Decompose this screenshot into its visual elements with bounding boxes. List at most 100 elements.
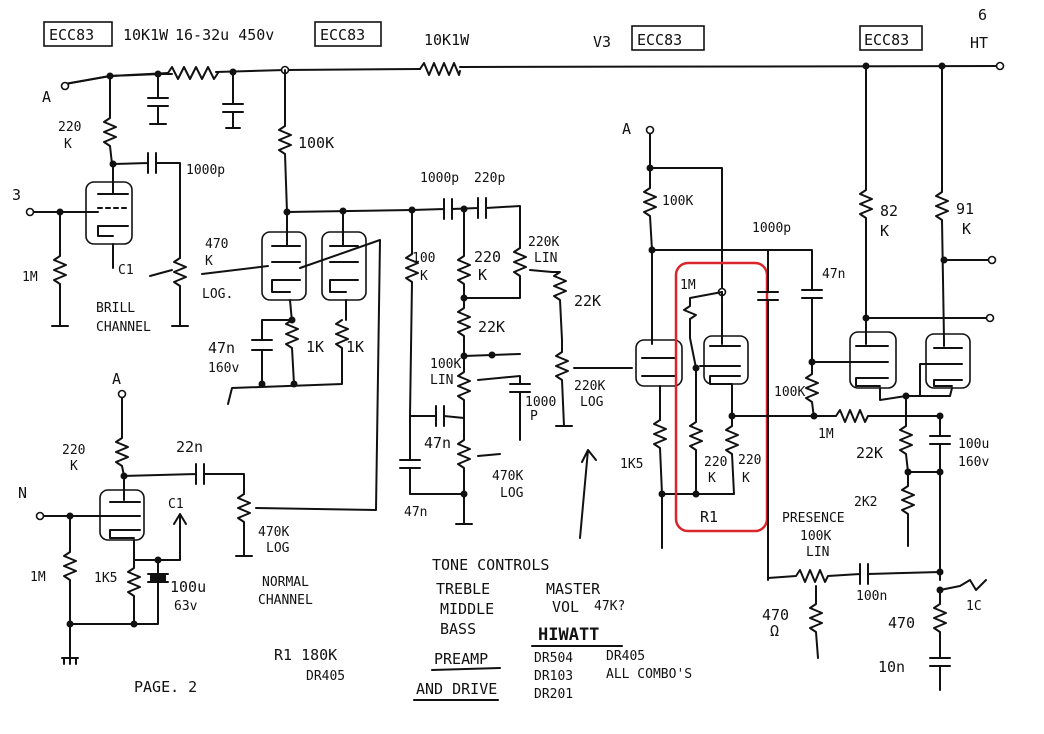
brill-channel-line1: BRILL bbox=[96, 301, 135, 316]
tube-v2b-elements bbox=[109, 475, 141, 561]
label-47n-4: 47n bbox=[822, 267, 845, 282]
supply-cap-1 bbox=[147, 73, 169, 125]
label-100u: 100u bbox=[958, 437, 989, 452]
resistor-100k-4 bbox=[805, 361, 851, 419]
label-220-2b: K bbox=[478, 266, 487, 284]
plate-resistor-82k bbox=[859, 65, 991, 319]
label-82b: K bbox=[880, 222, 889, 240]
label-a3: A bbox=[112, 370, 121, 388]
label-2k2: 2K2 bbox=[854, 495, 877, 510]
node-open bbox=[995, 61, 1005, 71]
label-input-normal: N bbox=[18, 484, 27, 502]
supply-cap-2 bbox=[222, 71, 244, 129]
label-1000p-2: 1000p bbox=[420, 171, 459, 186]
plate-resistor-100k-1 bbox=[278, 69, 413, 213]
node bbox=[940, 256, 948, 264]
node-a3 bbox=[117, 389, 127, 399]
label-100k-lin: 100K bbox=[430, 357, 461, 372]
treble-pot bbox=[463, 247, 553, 299]
label-470k-3: 470K bbox=[258, 525, 289, 540]
label-c1-1: C1 bbox=[118, 263, 134, 278]
label-91b: K bbox=[962, 220, 971, 238]
label-input-brill: 3 bbox=[12, 186, 21, 204]
node bbox=[488, 351, 496, 359]
label-160v-2: 160v bbox=[958, 455, 989, 470]
label-470k-2: 470K bbox=[492, 469, 523, 484]
tube-box-v1 bbox=[43, 21, 113, 47]
model-3: DR201 bbox=[534, 687, 573, 702]
tube-label-v4: ECC83 bbox=[864, 31, 909, 49]
node bbox=[258, 380, 266, 388]
label-220k-1: 220 bbox=[58, 120, 81, 135]
label-82: 82 bbox=[880, 202, 898, 220]
tube-v3a-elements bbox=[641, 249, 677, 421]
label-r1-note-b: DR405 bbox=[306, 669, 345, 684]
cathode-22k-2k2 bbox=[899, 395, 941, 547]
ht-rail-wire bbox=[64, 65, 1001, 85]
tube-v2a-elements bbox=[329, 210, 359, 321]
dropper-resistor-2 bbox=[419, 62, 461, 76]
pot-470k-1 bbox=[149, 257, 189, 327]
tube-box-v4 bbox=[859, 25, 923, 51]
label-220-3b: K bbox=[708, 471, 716, 486]
label-1k-2: 1K bbox=[346, 338, 364, 356]
label-1m-4: 1M bbox=[30, 570, 46, 585]
pot-470k-3 bbox=[235, 239, 381, 557]
label-220k-lin-b: LIN bbox=[534, 251, 557, 266]
label-470-2: 470 bbox=[888, 614, 915, 632]
label-ohm: Ω bbox=[770, 622, 779, 640]
input-jack-brill bbox=[25, 207, 35, 217]
plate-resistor-220k-5 bbox=[115, 397, 245, 495]
node-a1 bbox=[60, 81, 70, 91]
label-100k-lin-b: LIN bbox=[430, 373, 453, 388]
tube-v4a bbox=[849, 331, 897, 389]
input-jack-normal bbox=[35, 511, 45, 521]
label-1000p-3: 1000 bbox=[525, 395, 556, 410]
label-22k-1: 22K bbox=[478, 318, 505, 336]
plate-resistor-91k bbox=[935, 65, 993, 341]
label-470k-2b: LOG bbox=[500, 486, 524, 501]
mid-caps bbox=[399, 405, 465, 495]
node bbox=[288, 316, 296, 324]
label-log-1: LOG. bbox=[202, 287, 233, 302]
tube-v3b-elements bbox=[699, 291, 741, 417]
label-c1-2: C1 bbox=[168, 497, 184, 512]
node bbox=[904, 468, 912, 476]
label-63v: 63v bbox=[174, 599, 198, 614]
node bbox=[66, 620, 74, 628]
label-47n-3: 47n bbox=[404, 505, 427, 520]
master-line2: VOL bbox=[552, 598, 579, 616]
label-r1-note: R1 180K bbox=[274, 646, 337, 664]
cathode-network-1 bbox=[227, 319, 349, 405]
tube-label-v3: ECC83 bbox=[637, 31, 682, 49]
node bbox=[646, 164, 654, 172]
label-page: PAGE. 2 bbox=[134, 678, 197, 696]
label-1k5-2: 1K5 bbox=[94, 571, 117, 586]
label-220k-1b: K bbox=[64, 137, 72, 152]
tone-resistor-100k bbox=[405, 209, 419, 417]
plate-resistor-100k-3 bbox=[643, 133, 769, 291]
node bbox=[290, 380, 298, 388]
master-line1: MASTER bbox=[546, 580, 601, 598]
dropper-resistor-label-1: 10K1W bbox=[123, 26, 169, 44]
label-1m-2: 1M bbox=[680, 278, 696, 293]
label-100k-1: 100K bbox=[298, 134, 334, 152]
model-4: DR405 bbox=[606, 649, 645, 664]
corner-char: 6 bbox=[978, 6, 987, 24]
node-open bbox=[987, 255, 997, 265]
wiper-to-v1b bbox=[201, 265, 269, 275]
label-100k-pres-b: LIN bbox=[806, 545, 829, 560]
dropper-resistor-label-2: 10K1W bbox=[424, 31, 470, 49]
node bbox=[460, 490, 468, 498]
label-a1: A bbox=[42, 88, 51, 106]
label-100k-4: 100K bbox=[774, 385, 805, 400]
volume-pot-220k bbox=[555, 339, 633, 427]
resistor-22k-2 bbox=[551, 271, 567, 341]
cathode-bus bbox=[731, 409, 941, 423]
coupling-caps-v3 bbox=[757, 249, 823, 581]
label-10n: 10n bbox=[878, 658, 905, 676]
underline-preamp bbox=[431, 667, 501, 671]
label-91: 91 bbox=[956, 200, 974, 218]
label-47n-1: 47n bbox=[208, 339, 235, 357]
